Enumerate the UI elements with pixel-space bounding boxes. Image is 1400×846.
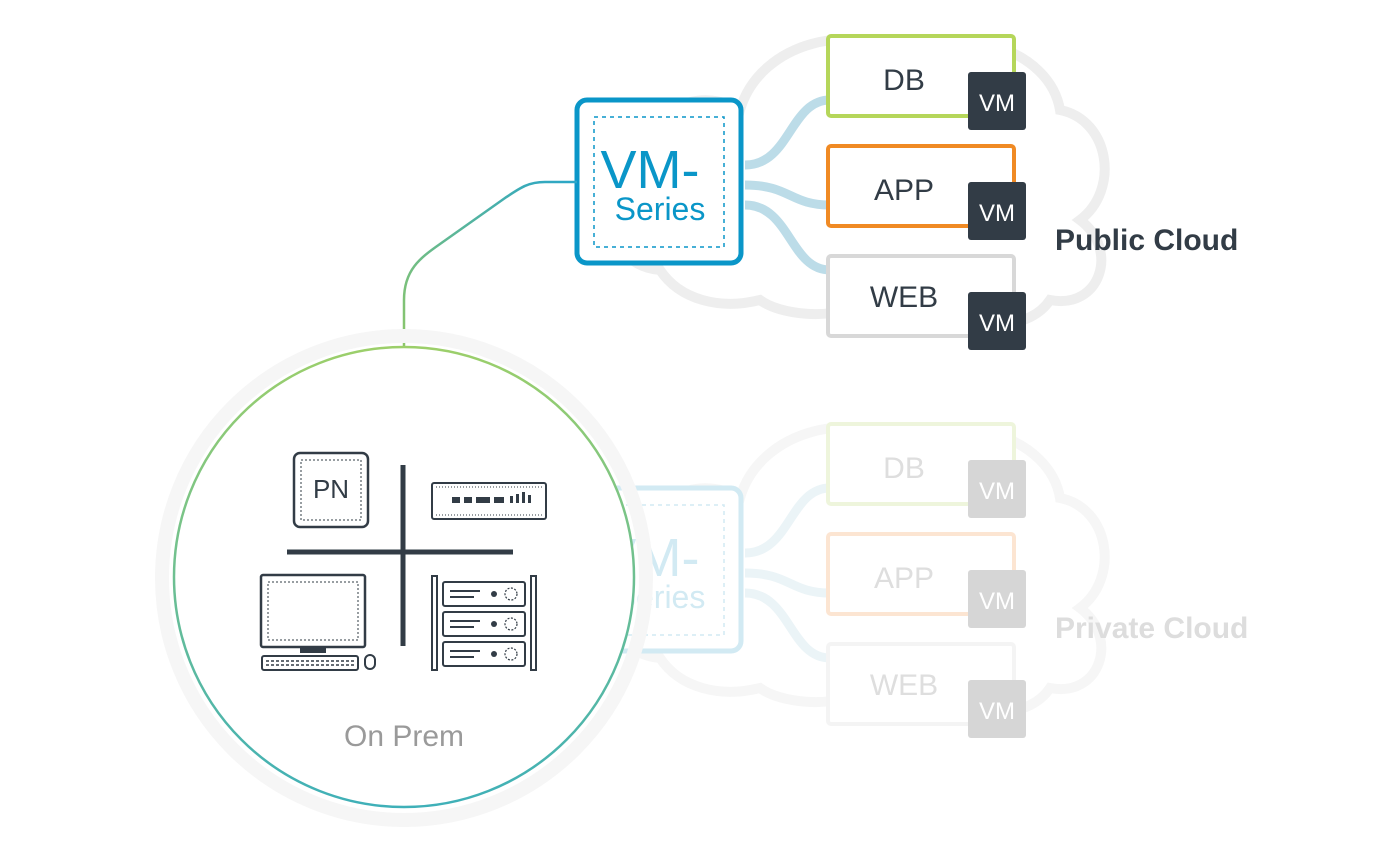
private-db-vm-badge xyxy=(968,460,1026,518)
private-cloud-group: VM- Series DB VM APP VM WEB VM Private C… xyxy=(574,422,1248,738)
private-app-vm-badge xyxy=(968,570,1026,628)
db-vm-badge-label: VM xyxy=(979,90,1015,117)
db-vm-badge xyxy=(968,72,1026,130)
app-server-label: APP xyxy=(874,174,934,207)
firewall-appliance-icon xyxy=(431,482,547,520)
on-prem-circle-halo xyxy=(155,329,653,827)
web-vm-badge xyxy=(968,292,1026,350)
private-db-vm-badge-label: VM xyxy=(979,478,1015,505)
private-db-server-label: DB xyxy=(883,452,925,485)
connector-app xyxy=(744,180,831,210)
app-vm-badge xyxy=(968,182,1026,240)
db-server-label: DB xyxy=(883,64,925,97)
onprem-to-vm-series-connector xyxy=(402,180,577,346)
private-vm-series-inner-border xyxy=(593,504,725,636)
vm-series-subtitle: Series xyxy=(615,191,706,227)
web-vm-badge-label: VM xyxy=(979,310,1015,337)
pn-appliance-icon: PN xyxy=(292,451,370,529)
private-connector-web xyxy=(744,588,831,663)
desktop-computer-icon xyxy=(259,573,376,671)
web-server-label: WEB xyxy=(870,281,938,314)
on-prem-label: On Prem xyxy=(344,720,464,753)
private-connector-db xyxy=(744,483,831,558)
connector-db xyxy=(744,95,831,170)
private-app-vm-badge-label: VM xyxy=(979,588,1015,615)
private-web-server-label: WEB xyxy=(870,669,938,702)
app-vm-badge-label: VM xyxy=(979,200,1015,227)
private-app-server-label: APP xyxy=(874,562,934,595)
public-cloud-label: Public Cloud xyxy=(1055,224,1238,257)
vm-series-inner-border xyxy=(593,116,725,248)
private-web-vm-badge-label: VM xyxy=(979,698,1015,725)
connector-web xyxy=(744,200,831,275)
pn-label: PN xyxy=(313,474,349,504)
vm-series-title: VM- xyxy=(601,140,700,200)
private-web-vm-badge xyxy=(968,680,1026,738)
server-rack-icon xyxy=(431,575,537,671)
private-connector-app xyxy=(744,568,831,598)
private-cloud-label: Private Cloud xyxy=(1055,612,1248,645)
public-cloud-group: VM- Series DB VM APP VM WEB VM Public Cl… xyxy=(574,34,1238,350)
on-prem-group: PN xyxy=(155,180,653,827)
